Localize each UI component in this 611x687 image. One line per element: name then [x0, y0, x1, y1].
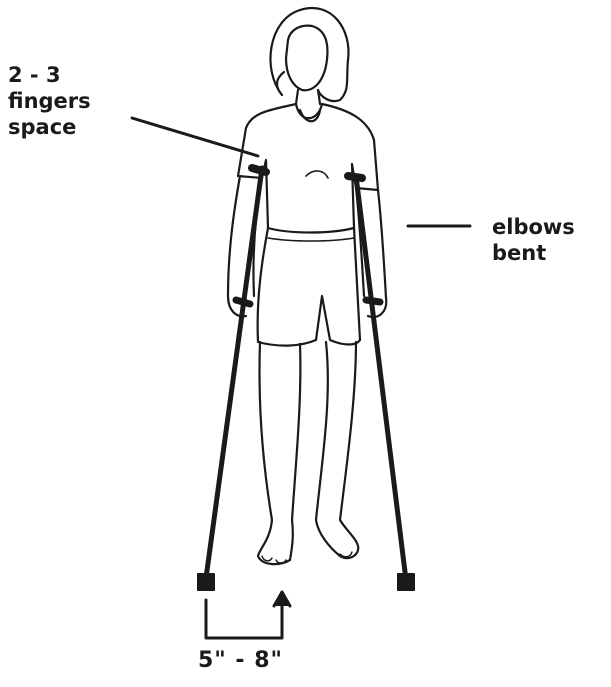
distance-bracket — [206, 598, 282, 638]
right-crutch — [348, 176, 414, 590]
face — [286, 26, 327, 91]
elbows-label-line1: elbows — [492, 214, 575, 240]
distance-arrow-head — [274, 592, 290, 606]
shorts — [258, 228, 360, 346]
fingers-label-line3: space — [8, 114, 91, 140]
crutch-distance-label: 5" - 8" — [198, 648, 283, 674]
elbows-label-line2: bent — [492, 240, 575, 266]
fingers-label-line2: fingers — [8, 88, 91, 114]
left-leg — [258, 342, 300, 564]
right-leg — [316, 342, 358, 558]
shirt-detail — [306, 171, 328, 178]
fingers-space-label: 2 - 3 fingers space — [8, 62, 91, 140]
fingers-label-line1: 2 - 3 — [8, 62, 91, 88]
shorts-waistband — [268, 238, 354, 241]
neck — [296, 90, 320, 104]
hair — [270, 8, 348, 101]
elbows-bent-label: elbows bent — [492, 214, 575, 266]
fingers-pointer-line — [132, 118, 258, 156]
